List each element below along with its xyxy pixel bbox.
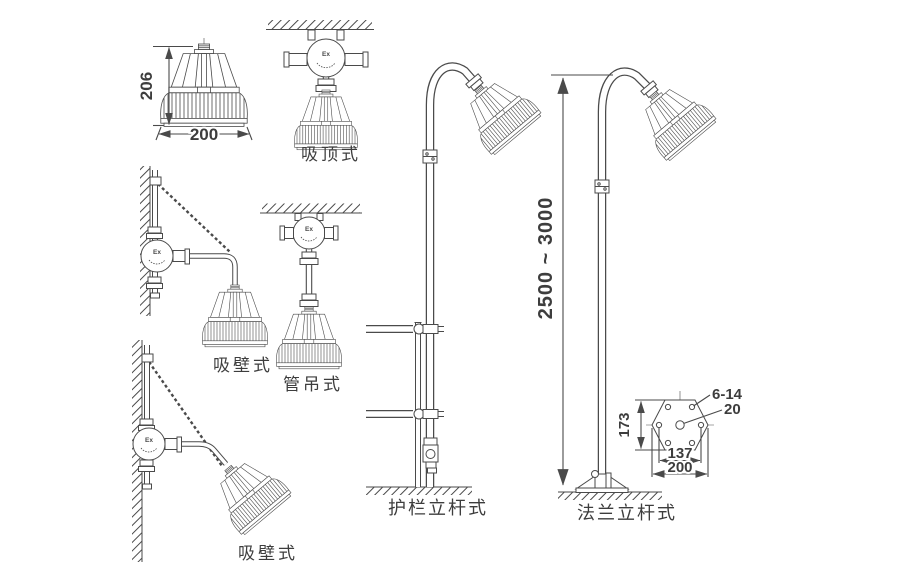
junction-box-wall-lower: Ex [132, 427, 182, 461]
pipe-coupling [317, 78, 335, 86]
dim-pole-height: 2500 ~ 3000 [535, 74, 613, 486]
ground-hatch [558, 492, 662, 500]
pipe-coupling [299, 258, 319, 265]
dim-plate-height-value: 173 [616, 412, 633, 437]
lamp-front-view [161, 44, 248, 126]
bolt-hole [697, 421, 705, 429]
pole-union [422, 149, 438, 164]
label-ceiling-mount: 吸顶式 [301, 145, 361, 164]
lamp-coupling [465, 73, 484, 92]
dim-plate-width-value: 200 [667, 459, 692, 476]
support-chain [148, 361, 223, 467]
engraving-arc [140, 447, 158, 453]
engraving-arc [316, 62, 336, 69]
bolt-hole [664, 403, 672, 411]
arm-pipe [189, 253, 238, 286]
dim-pole-height-value: 2500 ~ 3000 [535, 197, 557, 320]
dim-width-value: 200 [190, 125, 218, 144]
lamp-pole [425, 62, 476, 487]
pipe-coupling [301, 251, 317, 259]
lamp-wall-mount-lower [203, 447, 293, 536]
lamp-guardrail-pole [453, 67, 543, 156]
pole-terminal-box [422, 437, 439, 474]
bolt-hole [688, 439, 696, 447]
chain-bracket [141, 353, 154, 363]
ex-mark: Ex [145, 437, 153, 444]
view-ceiling-mount: Ex 吸顶式 [266, 20, 374, 164]
view-guardrail-pole: 护栏立杆式 [366, 62, 543, 518]
view-wall-mount-upper: Ex 吸壁式 [140, 166, 273, 375]
center-hole [675, 420, 685, 430]
bolt-hole [655, 421, 663, 429]
dim-bolt-spacing: 137 [658, 428, 702, 465]
wall-hatch [140, 166, 150, 316]
bolt-hole [664, 439, 672, 447]
pole-union [594, 179, 610, 194]
chain-bracket [149, 176, 162, 186]
pole-clamp [422, 324, 444, 334]
flange-base [574, 470, 630, 493]
lamp-wall-mount-upper [202, 285, 267, 347]
junction-box-wall-upper: Ex [140, 239, 190, 273]
ceiling-hatch [262, 203, 360, 213]
lamp-ceiling-mount [295, 90, 358, 150]
dim-plate-height: 173 [616, 399, 666, 451]
view-flange-pole: 2500 ~ 3000 法兰立杆式 [535, 67, 718, 523]
lamp-pipe-hung [276, 307, 341, 369]
ground-hatch [366, 487, 472, 495]
junction-box-ceiling: Ex [283, 29, 369, 78]
ex-mark: Ex [322, 51, 330, 58]
view-pipe-hung: Ex 管吊式 [260, 203, 362, 394]
ex-mark: Ex [305, 226, 313, 233]
view-front: 206 200 [137, 38, 253, 146]
engraving-arc [300, 236, 318, 242]
callout-bolt-holes: 6-14 [693, 386, 743, 407]
dim-plate-width: 200 [651, 428, 709, 478]
dim-bolt-spacing-value: 137 [667, 445, 692, 462]
label-wall-mount-lower: 吸壁式 [238, 544, 298, 563]
label-flange-pole: 法兰立杆式 [577, 503, 677, 523]
dim-height-value: 206 [137, 72, 156, 100]
support-chain [157, 183, 231, 253]
junction-box-pipe-hung: Ex [279, 213, 339, 250]
callout-center-hole-value: 20 [724, 401, 741, 418]
ceiling-hatch [268, 20, 372, 30]
callout-center-hole: 20 [683, 401, 741, 425]
dim-height: 206 [137, 45, 193, 127]
dim-width: 200 [155, 123, 253, 146]
ex-mark: Ex [153, 249, 161, 256]
pipe-coupling [301, 293, 317, 301]
engraving-arc [148, 259, 166, 265]
label-pipe-hung: 管吊式 [283, 375, 343, 394]
label-wall-mount-upper: 吸壁式 [213, 356, 273, 375]
view-wall-mount-lower: Ex 吸壁式 [132, 340, 298, 563]
callout-bolt-holes-value: 6-14 [712, 386, 743, 403]
lamp-coupling [640, 80, 659, 99]
pole-clamp [422, 409, 444, 419]
flange-plate-detail: 173 137 200 6-14 20 [616, 386, 743, 478]
pipe-coupling [299, 300, 319, 307]
label-guardrail-pole: 护栏立杆式 [388, 498, 488, 518]
